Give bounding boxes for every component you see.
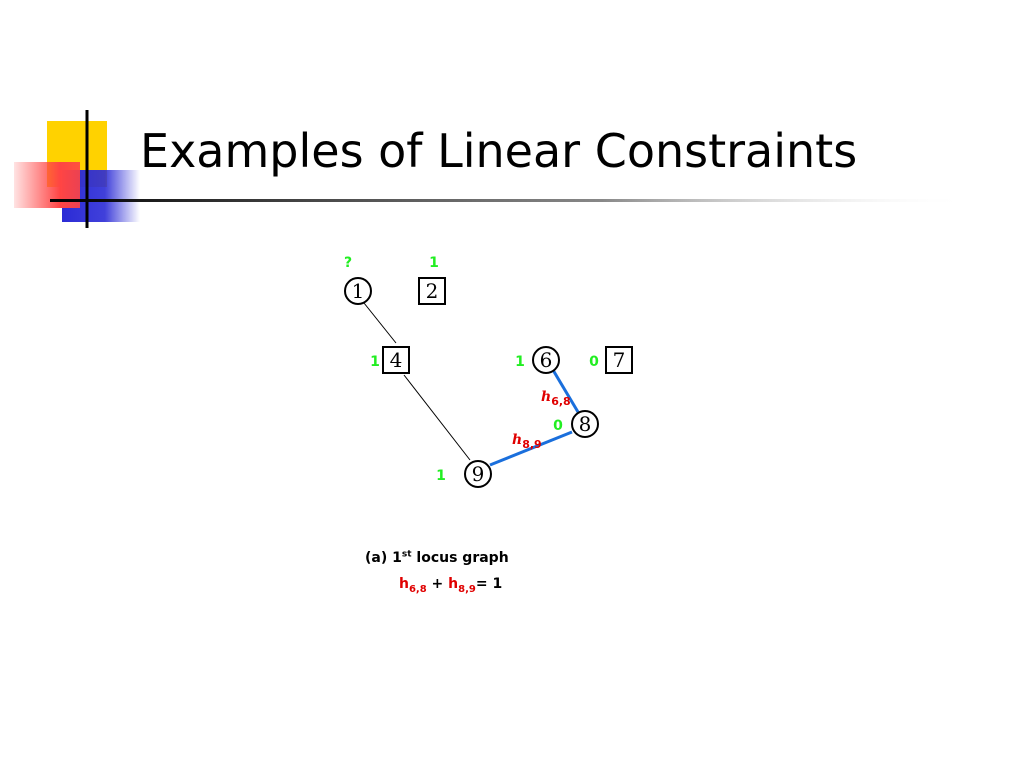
edge-8-9 bbox=[489, 430, 573, 467]
edge-6-8 bbox=[551, 369, 580, 413]
node-4-label: 4 bbox=[390, 348, 403, 372]
eq-h2: h bbox=[448, 576, 459, 592]
eq-rhs: = 1 bbox=[475, 576, 503, 592]
edge-8-9-sub: 8,9 bbox=[522, 438, 542, 451]
caption-superscript: st bbox=[401, 549, 412, 560]
caption-prefix: (a) 1 bbox=[365, 550, 402, 566]
edge-6-8-label: h6,8 bbox=[541, 389, 571, 408]
node-6: 6 bbox=[532, 346, 560, 374]
caption-title: (a) 1st locus graph bbox=[365, 550, 509, 566]
node-8-value: 0 bbox=[553, 418, 563, 434]
node-8: 8 bbox=[571, 410, 599, 438]
deco-horizontal-line bbox=[50, 199, 970, 202]
node-7-value: 0 bbox=[589, 354, 599, 370]
node-2: 2 bbox=[418, 277, 446, 305]
eq-h1-sub: 6,8 bbox=[408, 583, 427, 595]
edge-1-4 bbox=[363, 302, 397, 344]
node-6-value: 1 bbox=[515, 354, 525, 370]
slide-title: Examples of Linear Constraints bbox=[140, 124, 858, 178]
caption-suffix: locus graph bbox=[411, 550, 509, 566]
node-9: 9 bbox=[464, 460, 492, 488]
edge-8-9-label: h8,9 bbox=[512, 432, 542, 451]
node-8-label: 8 bbox=[579, 412, 592, 436]
eq-h2-sub: 8,9 bbox=[458, 583, 476, 595]
node-6-label: 6 bbox=[540, 348, 553, 372]
node-1-value: ? bbox=[344, 255, 352, 271]
node-2-label: 2 bbox=[426, 279, 439, 303]
node-7-label: 7 bbox=[613, 348, 626, 372]
edge-6-8-h: h bbox=[541, 389, 551, 405]
caption-equation: h6,8 + h8,9= 1 bbox=[399, 576, 503, 595]
edge-6-8-sub: 6,8 bbox=[551, 395, 571, 408]
node-4-value: 1 bbox=[370, 354, 380, 370]
edge-4-9 bbox=[403, 374, 471, 461]
node-9-label: 9 bbox=[472, 462, 485, 486]
node-1: 1 bbox=[344, 277, 372, 305]
eq-plus: + bbox=[426, 576, 449, 592]
node-4: 4 bbox=[382, 346, 410, 374]
eq-h1: h bbox=[399, 576, 409, 592]
node-7: 7 bbox=[605, 346, 633, 374]
edge-8-9-h: h bbox=[512, 432, 522, 448]
node-1-label: 1 bbox=[352, 279, 365, 303]
node-2-value: 1 bbox=[429, 255, 439, 271]
node-9-value: 1 bbox=[436, 468, 446, 484]
